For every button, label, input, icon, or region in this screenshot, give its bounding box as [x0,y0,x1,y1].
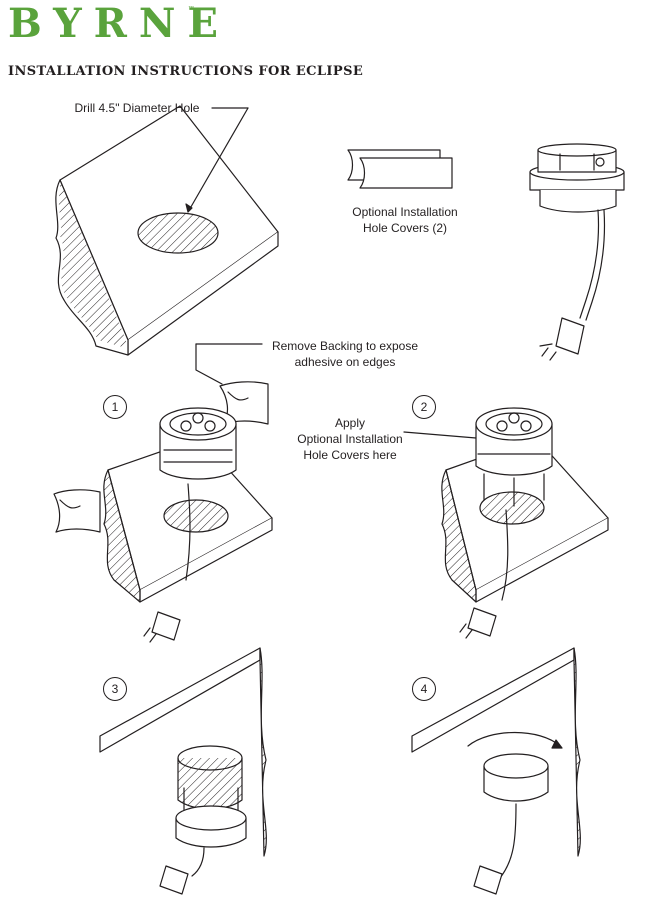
trademark-mark: ™ [188,6,194,12]
remove-backing-label-line2: adhesive on edges [294,355,396,369]
hole-cover-strips-icon [347,149,453,189]
step-number-1: 1 [103,395,127,419]
drill-hole-label: Drill 4.5" Diameter Hole [74,101,200,115]
step-number-2: 2 [412,395,436,419]
power-plug-icon-top [539,317,585,361]
step-1-illustration [53,407,273,643]
backing-strip-icon [195,343,269,425]
step-number-4: 4 [412,677,436,701]
apply-covers-label-line1: Apply [334,416,366,430]
page-title: INSTALLATION INSTRUCTIONS FOR ECLIPSE [8,64,364,79]
step-3-illustration [99,647,267,895]
apply-covers-label-line2: Optional Installation [297,432,403,446]
apply-covers-label-line3: Hole Covers here [303,448,397,462]
hole-covers-label-line1: Optional Installation [352,205,458,219]
step-4-illustration [411,647,581,895]
step-2-illustration [403,407,609,639]
step-number-3: 3 [103,677,127,701]
remove-backing-label-line1: Remove Backing to expose [271,339,419,353]
brand-logo: BYRNE [8,0,230,47]
eclipse-power-unit-icon [529,143,625,321]
hole-covers-label-line2: Hole Covers (2) [362,221,448,235]
rotate-arrow-icon [467,732,561,747]
countertop-with-hole-icon [55,105,279,356]
